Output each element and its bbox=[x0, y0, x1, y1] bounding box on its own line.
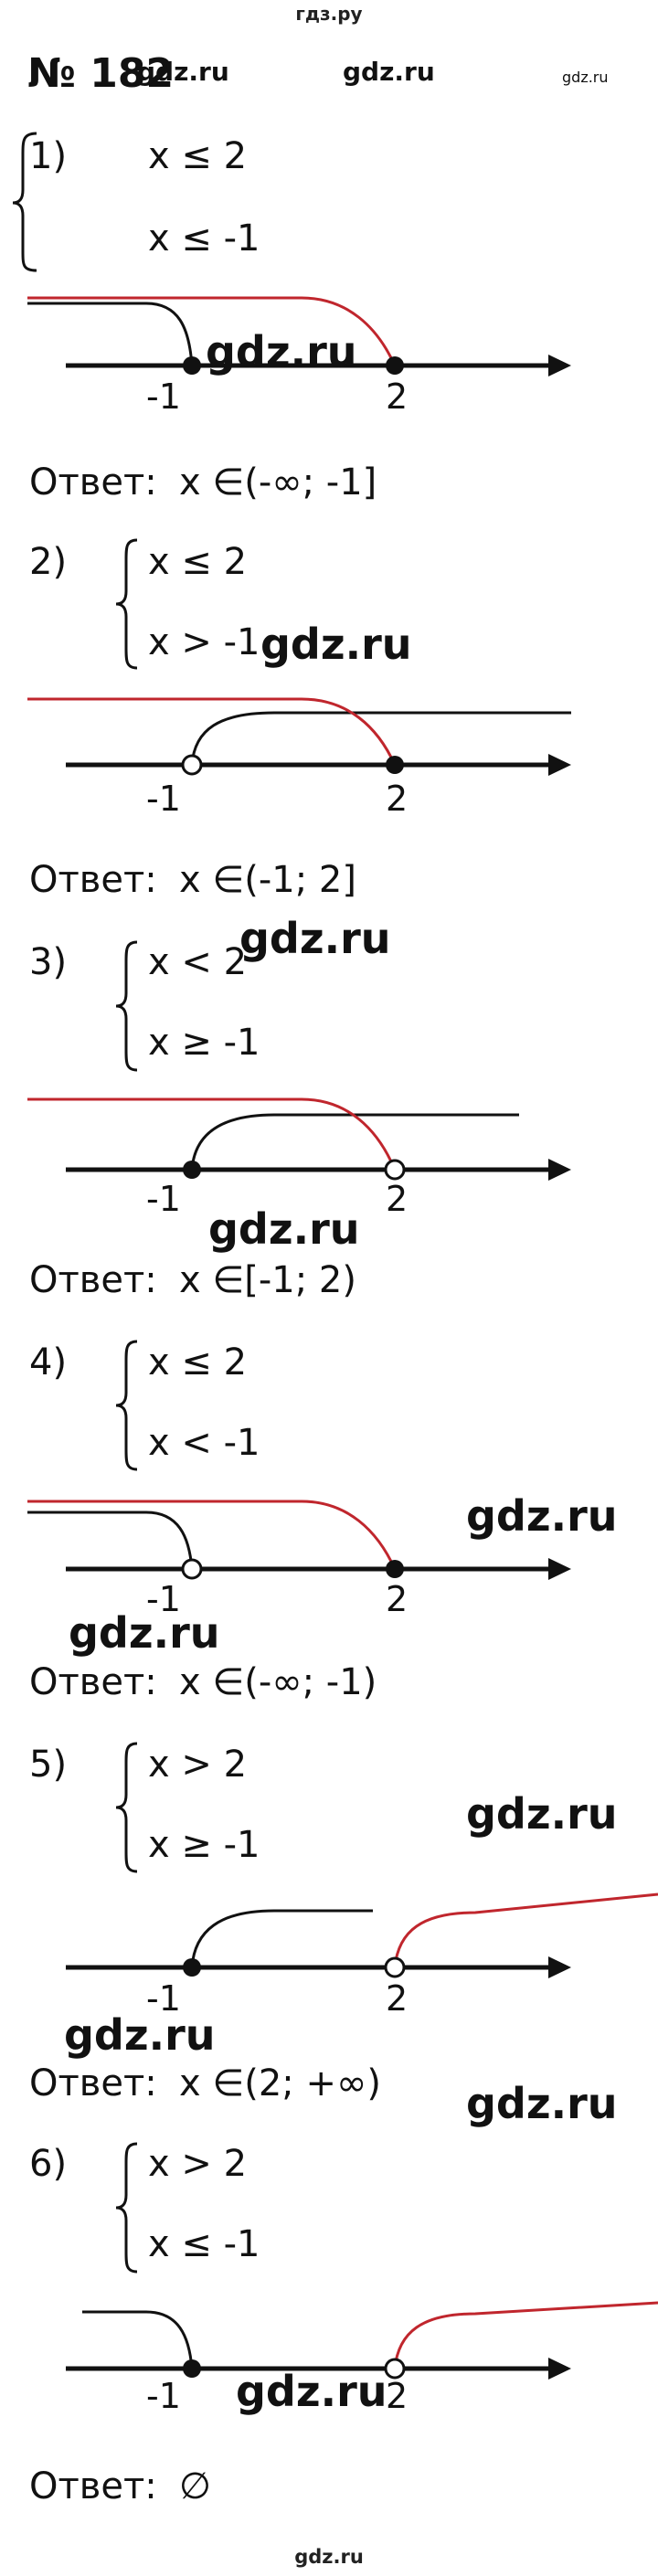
task-4-condition-1: x ≤ 2 bbox=[148, 1341, 248, 1383]
tick-label: 2 bbox=[386, 1179, 409, 1219]
watermark: gdz.ru bbox=[343, 57, 435, 87]
task-5-condition-2: x ≥ -1 bbox=[148, 1824, 260, 1866]
tick-label: -1 bbox=[146, 1978, 181, 2019]
tick-label: -1 bbox=[146, 779, 181, 819]
watermark: gdz.ru bbox=[236, 2367, 387, 2416]
task-2-condition-2: x > -1 bbox=[148, 621, 260, 663]
watermark: gdz.ru bbox=[64, 2010, 216, 2060]
problem-title: № 182 bbox=[27, 50, 175, 97]
task-3-label: 3) bbox=[29, 941, 68, 983]
task-6-condition-2: x ≤ -1 bbox=[148, 2223, 260, 2265]
watermark: gdz.ru bbox=[466, 1789, 618, 1839]
watermark: gdz.ru bbox=[206, 327, 357, 376]
watermark: gdz.ru bbox=[562, 69, 609, 86]
watermark: gdz.ru bbox=[137, 57, 229, 87]
task-5-answer: x ∈(2; +∞) bbox=[179, 2062, 381, 2104]
watermark: gdz.ru bbox=[466, 1491, 618, 1541]
task-4-answer: x ∈(-∞; -1) bbox=[179, 1661, 377, 1703]
tick-label: 2 bbox=[386, 1978, 409, 2019]
task-6-answer-label: Ответ: bbox=[29, 2465, 157, 2507]
task-2-system-brace bbox=[115, 538, 138, 670]
task-3-answer: x ∈[-1; 2) bbox=[179, 1259, 356, 1301]
tick-label: 2 bbox=[386, 2376, 409, 2416]
task-2-answer: x ∈(-1; 2] bbox=[179, 859, 356, 901]
task-6-label: 6) bbox=[29, 2143, 68, 2185]
tick-label: -1 bbox=[146, 1579, 181, 1619]
task-1-condition-2: x ≤ -1 bbox=[148, 217, 260, 260]
task-4-label: 4) bbox=[29, 1341, 68, 1383]
task-1-system-brace bbox=[12, 132, 37, 272]
task-5-number-line bbox=[66, 1892, 658, 1978]
task-2-number-line bbox=[27, 697, 571, 776]
task-6-answer: ∅ bbox=[179, 2465, 211, 2507]
task-6-condition-1: x > 2 bbox=[148, 2143, 248, 2185]
task-5-label: 5) bbox=[29, 1744, 68, 1786]
task-1-number-line bbox=[27, 296, 571, 376]
task-1-condition-1: x ≤ 2 bbox=[148, 135, 248, 177]
task-5-condition-1: x > 2 bbox=[148, 1744, 248, 1786]
task-4-answer-label: Ответ: bbox=[29, 1661, 157, 1703]
watermark: gdz.ru bbox=[208, 1204, 360, 1254]
tick-label: -1 bbox=[146, 2376, 181, 2416]
tick-label: 2 bbox=[386, 1579, 409, 1619]
task-5-answer-label: Ответ: bbox=[29, 2062, 157, 2104]
task-4-condition-2: x < -1 bbox=[148, 1422, 260, 1464]
tick-label: 2 bbox=[386, 376, 409, 417]
task-4-system-brace bbox=[115, 1340, 138, 1471]
task-6-system-brace bbox=[115, 2142, 138, 2274]
watermark: gdz.ru bbox=[260, 620, 412, 669]
watermark: gdz.ru bbox=[466, 2079, 618, 2128]
task-5-system-brace bbox=[115, 1742, 138, 1873]
task-1-label: 1) bbox=[29, 135, 68, 177]
site-footer-watermark: gdz.ru bbox=[294, 2546, 364, 2568]
task-3-condition-2: x ≥ -1 bbox=[148, 1022, 260, 1064]
task-6-number-line bbox=[66, 2301, 658, 2380]
task-3-condition-1: x < 2 bbox=[148, 941, 248, 983]
tick-label: -1 bbox=[146, 1179, 181, 1219]
tick-label: 2 bbox=[386, 779, 409, 819]
task-2-answer-label: Ответ: bbox=[29, 859, 157, 901]
task-3-system-brace bbox=[115, 940, 138, 1072]
task-1-answer: x ∈(-∞; -1] bbox=[179, 461, 377, 504]
task-1-answer-label: Ответ: bbox=[29, 461, 157, 504]
task-3-number-line bbox=[27, 1097, 571, 1181]
task-4-number-line bbox=[27, 1500, 571, 1580]
task-2-condition-1: x ≤ 2 bbox=[148, 541, 248, 583]
task-3-number-line-wrap bbox=[0, 1087, 658, 1215]
watermark: gdz.ru bbox=[69, 1608, 220, 1658]
site-header-watermark: гдз.ру bbox=[295, 3, 363, 25]
task-3-answer-label: Ответ: bbox=[29, 1259, 157, 1301]
tick-label: -1 bbox=[146, 376, 181, 417]
task-2-label: 2) bbox=[29, 541, 68, 583]
watermark: gdz.ru bbox=[239, 914, 391, 963]
